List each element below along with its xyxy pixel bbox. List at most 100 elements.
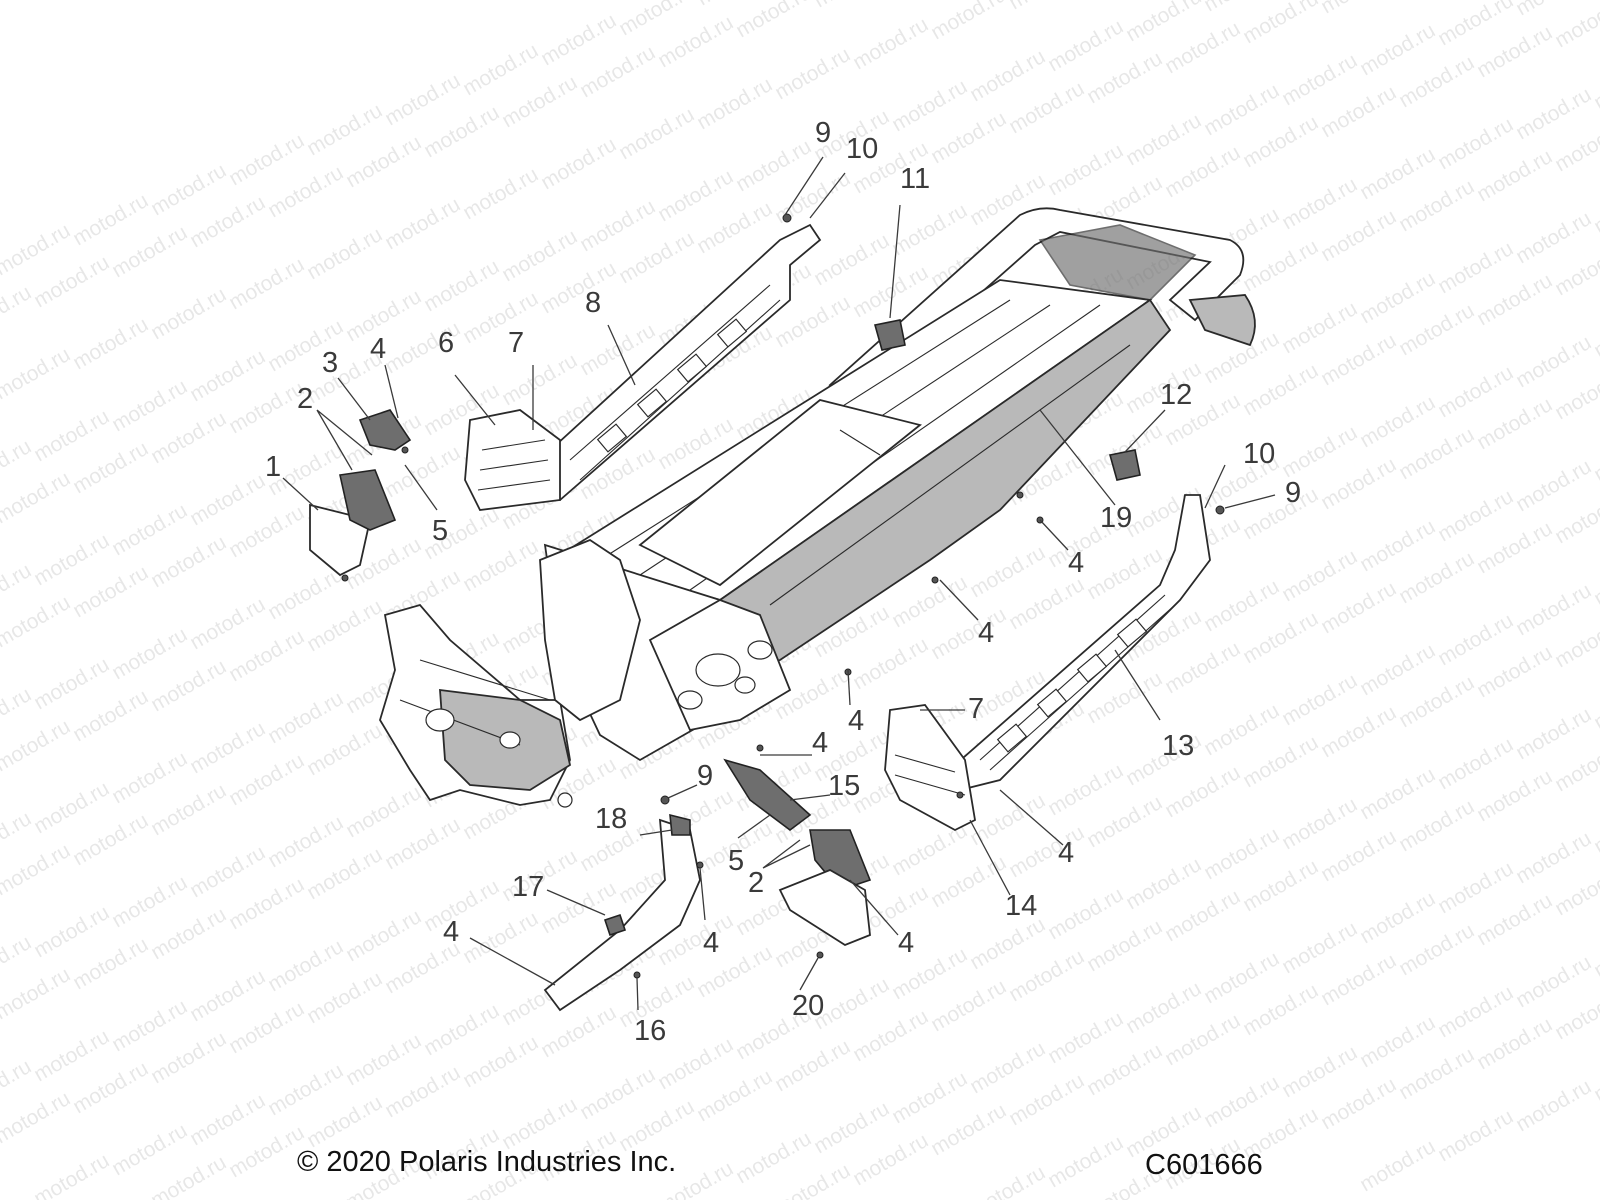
watermark-text: motod.ru — [1317, 81, 1400, 142]
watermark-text: motod.ru — [381, 69, 464, 130]
watermark-text: motod.ru — [1590, 797, 1600, 858]
watermark-text: motod.ru — [1356, 19, 1439, 80]
watermark-text: motod.ru — [1317, 0, 1400, 18]
watermark-text: motod.ru — [108, 221, 191, 282]
watermark-text: motod.ru — [30, 251, 113, 312]
watermark-text: motod.ru — [0, 591, 74, 652]
watermark-text: motod.ru — [1044, 1131, 1127, 1192]
watermark-text: motod.ru — [1278, 49, 1361, 110]
watermark-text: motod.ru — [1395, 547, 1478, 608]
watermark-text: motod.ru — [381, 1061, 464, 1122]
watermark-text: motod.ru — [303, 719, 386, 780]
watermark-text: motod.ru — [1044, 759, 1127, 820]
watermark-text: motod.ru — [537, 9, 620, 70]
watermark-text: motod.ru — [147, 531, 230, 592]
watermark-text: motod.ru — [1239, 483, 1322, 544]
watermark-text: motod.ru — [30, 529, 113, 590]
watermark-text: motod.ru — [30, 1025, 113, 1086]
watermark-text: motod.ru — [615, 227, 698, 288]
callout-9: 9 — [1285, 477, 1301, 509]
watermark-text: motod.ru — [1590, 549, 1600, 610]
watermark-text: motod.ru — [1278, 173, 1361, 234]
watermark-text: motod.ru — [459, 39, 542, 100]
watermark-text: motod.ru — [0, 281, 35, 342]
callout-2: 2 — [297, 383, 313, 415]
watermark-text: motod.ru — [0, 1087, 74, 1148]
watermark-text: motod.ru — [186, 717, 269, 778]
watermark-text: motod.ru — [1512, 827, 1595, 888]
callout-19: 19 — [1100, 502, 1132, 534]
watermark-text: motod.ru — [1239, 0, 1322, 48]
watermark-text: motod.ru — [1473, 641, 1556, 702]
watermark-text: motod.ru — [1317, 577, 1400, 638]
watermark-text: motod.ru — [1434, 113, 1517, 174]
watermark-text: motod.ru — [108, 871, 191, 932]
watermark-text: motod.ru — [654, 11, 737, 72]
watermark-text: motod.ru — [420, 999, 503, 1060]
watermark-text: motod.ru — [186, 1089, 269, 1150]
watermark-text: motod.ru — [69, 809, 152, 870]
watermark-text: motod.ru — [1356, 143, 1439, 204]
watermark-text: motod.ru — [108, 623, 191, 684]
callout-4: 20 — [792, 990, 824, 1022]
watermark-text: motod.ru — [1200, 947, 1283, 1008]
watermark-text: motod.ru — [147, 779, 230, 840]
watermark-text: motod.ru — [225, 873, 308, 934]
watermark-text: motod.ru — [927, 851, 1010, 912]
watermark-text: motod.ru — [147, 655, 230, 716]
watermark-text: motod.ru — [381, 193, 464, 254]
watermark-text: motod.ru — [810, 229, 893, 290]
watermark-text: motod.ru — [420, 101, 503, 162]
part-16-fairing — [543, 813, 701, 1012]
part-3-bracket-left — [358, 409, 412, 451]
part-20-guard-right — [778, 829, 872, 947]
watermark-text: motod.ru — [264, 811, 347, 872]
chassis-tunnel — [379, 207, 1256, 808]
watermark-text: motod.ru — [498, 225, 581, 286]
watermark-text: motod.ru — [1005, 1069, 1088, 1130]
watermark-text: motod.ru — [264, 687, 347, 748]
watermark-text: motod.ru — [1083, 791, 1166, 852]
watermark-text: motod.ru — [1434, 361, 1517, 422]
watermark-text: motod.ru — [927, 0, 1010, 44]
watermark-text: motod.ru — [459, 1031, 542, 1092]
watermark-text: motod.ru — [693, 1065, 776, 1126]
watermark-text: motod.ru — [1005, 0, 1088, 14]
watermark-text: motod.ru — [1356, 267, 1439, 328]
watermark-text: motod.ru — [1278, 297, 1361, 358]
watermark-text: motod.ru — [1473, 145, 1556, 206]
watermark-text: motod.ru — [1278, 793, 1361, 854]
fasteners — [341, 213, 1225, 979]
watermark-text: motod.ru — [1161, 141, 1244, 202]
watermark-text: motod.ru — [1473, 21, 1556, 82]
watermark-text: motod.ru — [459, 287, 542, 348]
watermark-text: motod.ru — [147, 283, 230, 344]
callout-4: 4 — [1068, 547, 1084, 579]
watermark-text: motod.ru — [303, 99, 386, 160]
watermark-text: motod.ru — [108, 747, 191, 808]
watermark-text: motod.ru — [732, 1127, 815, 1188]
watermark-text: motod.ru — [1434, 0, 1517, 50]
callout-6: 6 — [438, 327, 454, 359]
watermark-text: motod.ru — [771, 1035, 854, 1096]
watermark-text: motod.ru — [1512, 207, 1595, 268]
callout-1: 1 — [265, 451, 281, 483]
callout-16: 4 — [443, 916, 459, 948]
watermark-text: motod.ru — [1473, 889, 1556, 950]
watermark-text: motod.ru — [1122, 977, 1205, 1038]
watermark-text: motod.ru — [303, 1091, 386, 1152]
watermark-text: motod.ru — [1356, 887, 1439, 948]
watermark-text: motod.ru — [264, 161, 347, 222]
callout-labels: 1 2 3 4 5 6 7 8 9 10 11 12 10 9 19 4 4 4… — [265, 117, 1301, 1047]
watermark-text: motod.ru — [30, 777, 113, 838]
watermark-text: motod.ru — [1512, 83, 1595, 144]
watermark-text: motod.ru — [459, 907, 542, 968]
watermark-text: motod.ru — [225, 625, 308, 686]
watermark-text: motod.ru — [108, 499, 191, 560]
watermark-text: motod.ru — [69, 685, 152, 746]
watermark-text: motod.ru — [0, 219, 74, 280]
watermark-text: motod.ru — [186, 965, 269, 1026]
callout-4: 4 — [978, 617, 994, 649]
watermark-text: motod.ru — [966, 1161, 1049, 1200]
watermark-text: motod.ru — [108, 375, 191, 436]
